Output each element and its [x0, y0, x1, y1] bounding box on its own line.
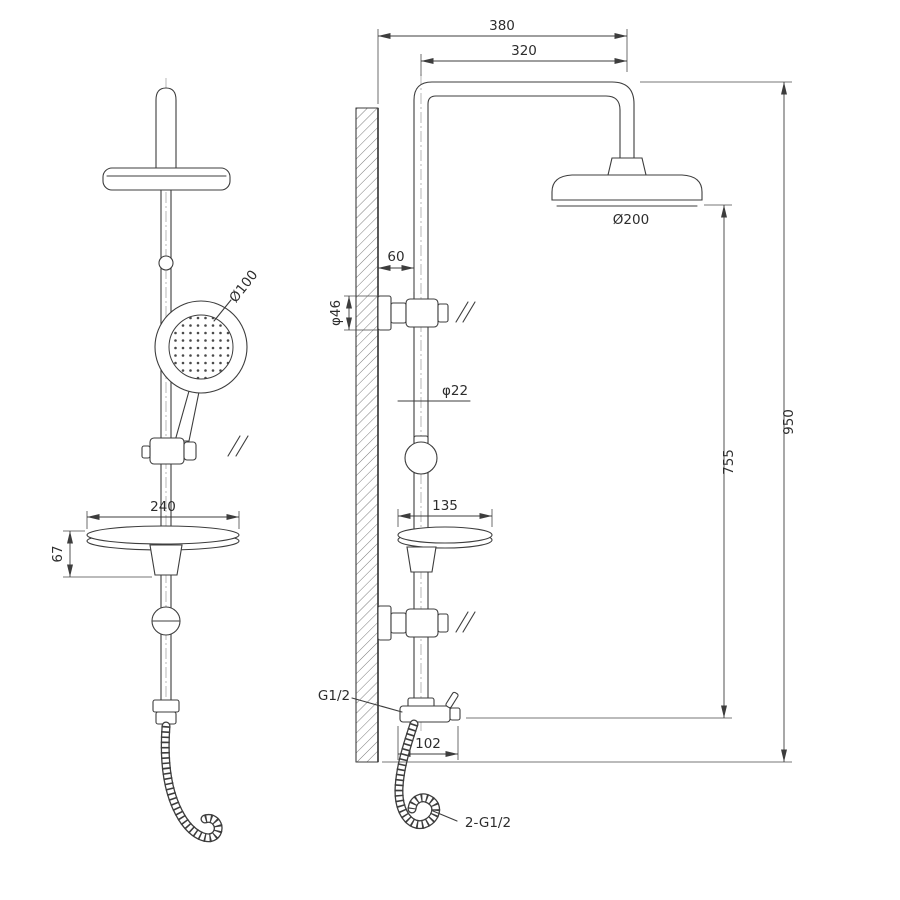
dim-380-label: 380	[489, 18, 515, 34]
label-inlet-thread: G1/2	[318, 688, 403, 713]
front-slider-ring	[158, 255, 174, 271]
shower-head: Ø200	[551, 157, 703, 228]
side-shelf	[397, 526, 493, 573]
dim-135-label: 135	[432, 498, 458, 514]
dim-320-label: 320	[511, 43, 537, 59]
front-hose	[160, 721, 223, 843]
dim-pipe-diameter: φ22	[397, 383, 471, 402]
upper-wall-bracket	[377, 295, 476, 331]
dim-shelf-width: 240	[86, 499, 240, 529]
inlet-lever	[445, 691, 459, 709]
front-top-neck	[155, 87, 177, 168]
shelf-mount	[149, 544, 183, 576]
hand-shower	[154, 300, 248, 442]
hand-shower-spray-dots	[168, 314, 234, 380]
dim-755-label: 755	[721, 449, 737, 475]
label-hose-threads: 2-G1/2	[432, 810, 511, 831]
dim-60-label: 60	[387, 249, 404, 265]
head-connector	[607, 157, 647, 176]
side-column	[413, 81, 635, 713]
front-outlet	[152, 699, 180, 725]
front-diverter-knob	[151, 606, 181, 636]
dim-102-label: 102	[415, 736, 441, 752]
dim-arm-reach: 320	[420, 43, 627, 76]
wall	[355, 107, 379, 763]
front-head-disc	[102, 167, 231, 191]
dim-wall-offset: 60	[378, 249, 415, 292]
side-hose	[394, 719, 441, 830]
dim-inlet-length: 102	[397, 726, 459, 760]
side-diverter	[404, 435, 438, 475]
dim-phi22-label: φ22	[442, 383, 468, 399]
dim-g12-label: G1/2	[318, 688, 350, 704]
dim-67-label: 67	[50, 545, 66, 562]
dim-shelf-depth: 135	[397, 498, 493, 527]
front-view: 240 67 Ø100	[50, 78, 261, 843]
front-shelf	[86, 525, 240, 576]
dim-bracket-diameter: φ46	[328, 295, 378, 331]
break-marks-front	[227, 435, 249, 457]
dim-2g12-label: 2-G1/2	[465, 815, 511, 831]
inlet-assembly	[399, 691, 461, 723]
dim-o100-label: Ø100	[226, 267, 261, 306]
side-view: Ø200 380 320 60	[318, 18, 797, 831]
lower-wall-bracket	[377, 605, 476, 641]
wall-hatch	[356, 108, 378, 762]
label-hand-shower-diameter: Ø100	[213, 267, 261, 322]
hand-shower-handle	[174, 386, 201, 442]
dim-column-height: 755	[466, 204, 737, 719]
dim-o200-label: Ø200	[613, 212, 649, 228]
dim-top-width: 380	[377, 18, 628, 104]
dim-950-label: 950	[781, 409, 797, 435]
dim-phi46-label: φ46	[328, 300, 344, 326]
dim-shelf-drop: 67	[50, 530, 152, 578]
hand-shower-holder	[141, 437, 197, 465]
dim-240-label: 240	[150, 499, 176, 515]
dim-overall-height: 950	[382, 81, 797, 763]
